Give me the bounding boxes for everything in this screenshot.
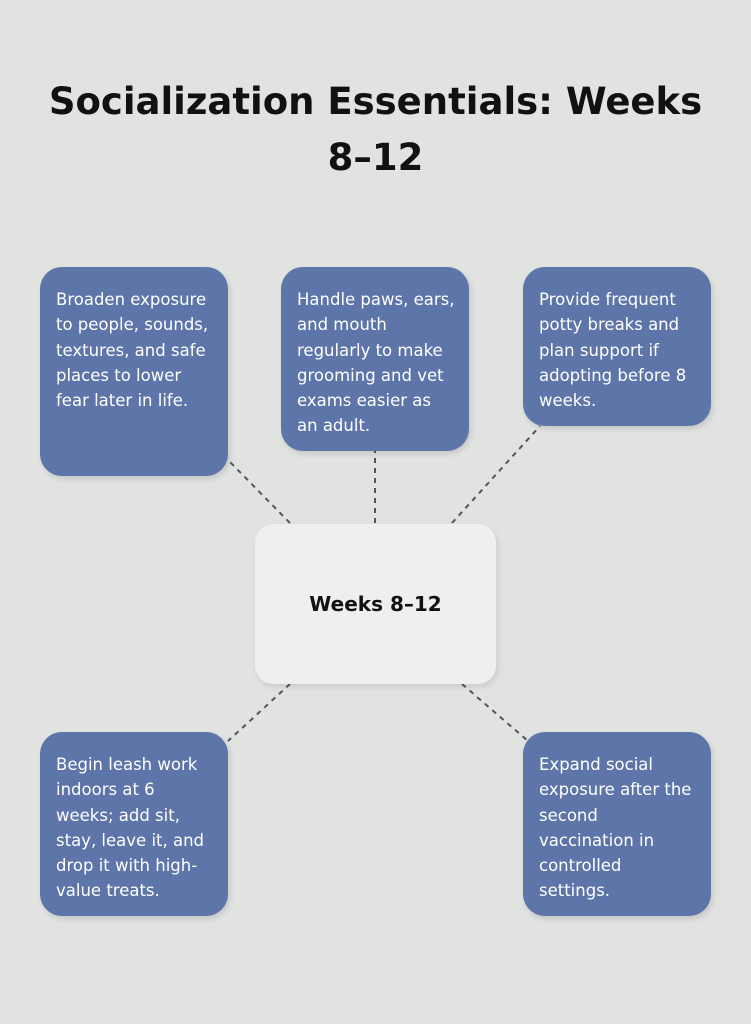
center-node-label: Weeks 8–12 <box>309 592 442 616</box>
center-node: Weeks 8–12 <box>255 524 496 684</box>
tip-node-leash-work: Begin leash work indoors at 6 weeks; add… <box>40 732 228 916</box>
tip-node-broaden-exposure: Broaden exposure to people, sounds, text… <box>40 267 228 476</box>
tip-node-potty-breaks: Provide frequent potty breaks and plan s… <box>523 267 711 426</box>
connector-center-to-node-1 <box>227 459 291 524</box>
connector-center-to-node-3 <box>451 425 541 524</box>
title-line-1: Socialization Essentials: Weeks <box>48 80 703 123</box>
connector-center-to-node-5 <box>461 683 529 742</box>
connector-center-to-node-4 <box>227 683 291 742</box>
tip-node-handle-paws: Handle paws, ears, and mouth regularly t… <box>281 267 469 451</box>
diagram-title: Socialization Essentials: Weeks 8–12 <box>0 74 751 186</box>
title-line-2: 8–12 <box>327 136 424 179</box>
tip-node-social-exposure: Expand social exposure after the second … <box>523 732 711 916</box>
